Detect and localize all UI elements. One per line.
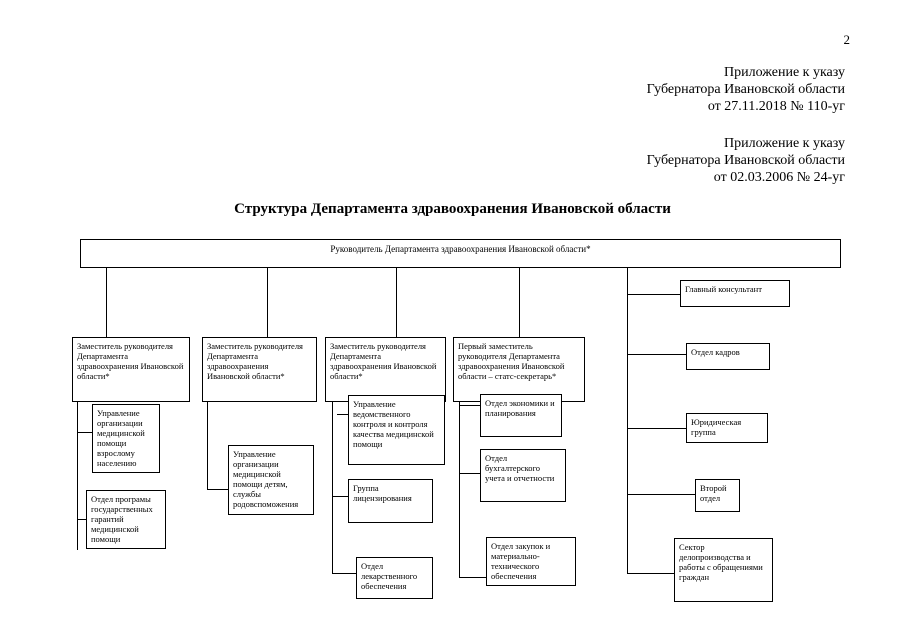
unit-box: Юридическая группа: [686, 413, 768, 443]
document-title: Структура Департамента здравоохранения И…: [234, 201, 671, 217]
connector-line: [627, 268, 628, 573]
unit-box: Отдел кадров: [686, 343, 770, 370]
appendix-line: от 27.11.2018 № 110-уг: [707, 99, 845, 114]
deputy-box-3: Заместитель руководителя Департамента зд…: [325, 337, 446, 402]
head-box: Руководитель Департамента здравоохранени…: [80, 239, 841, 268]
connector-line: [106, 268, 107, 337]
unit-box: Управление ведомственного контроля и кон…: [348, 395, 445, 465]
connector-line: [207, 402, 208, 490]
appendix-line: от 02.03.2006 № 24-уг: [713, 170, 845, 185]
appendix-line: Приложение к указу: [724, 136, 845, 151]
connector-line: [77, 519, 86, 520]
connector-line: [627, 494, 695, 495]
connector-line: [627, 354, 686, 355]
connector-line: [459, 402, 460, 577]
appendix-block-current: Приложение к указу Губернатора Ивановско…: [525, 64, 845, 115]
page-number: 2: [843, 32, 851, 47]
connector-line: [459, 405, 480, 406]
appendix-line: Приложение к указу: [724, 65, 845, 80]
connector-line: [459, 473, 480, 474]
connector-line: [207, 489, 228, 490]
connector-line: [459, 577, 486, 578]
unit-box: Отдел лекарственного обеспечения: [356, 557, 433, 599]
connector-line: [77, 432, 92, 433]
appendix-line: Губернатора Ивановской области: [646, 82, 845, 97]
unit-box: Второй отдел: [695, 479, 740, 512]
deputy-box-4: Первый заместитель руководителя Департам…: [453, 337, 585, 402]
unit-box: Главный консультант: [680, 280, 790, 307]
unit-box: Сектор делопроизводства и работы с обращ…: [674, 538, 773, 602]
unit-box: Отдел закупок и материально-технического…: [486, 537, 576, 586]
deputy-box-1: Заместитель руководителя Департамента зд…: [72, 337, 190, 402]
unit-box: Отдел экономики и планирования: [480, 394, 562, 437]
connector-line: [627, 294, 680, 295]
unit-box: Отдел програмы государственных гарантий …: [86, 490, 166, 549]
connector-line: [332, 496, 348, 497]
unit-box: Управление организации медицинской помощ…: [92, 404, 160, 473]
connector-line: [332, 402, 333, 574]
connector-line: [627, 573, 674, 574]
appendix-block-original: Приложение к указу Губернатора Ивановско…: [525, 135, 845, 186]
connector-line: [267, 268, 268, 337]
unit-box: Отдел бухгалтерского учета и отчетности: [480, 449, 566, 502]
unit-box: Управление организации медицинской помощ…: [228, 445, 314, 515]
appendix-line: Губернатора Ивановской области: [646, 153, 845, 168]
connector-line: [332, 573, 356, 574]
connector-line: [627, 428, 686, 429]
deputy-box-2: Заместитель руководителя Департамента зд…: [202, 337, 317, 402]
connector-line: [337, 414, 348, 415]
connector-line: [519, 268, 520, 337]
unit-box: Группа лицензирования: [348, 479, 433, 523]
connector-line: [77, 402, 78, 550]
connector-line: [396, 268, 397, 337]
